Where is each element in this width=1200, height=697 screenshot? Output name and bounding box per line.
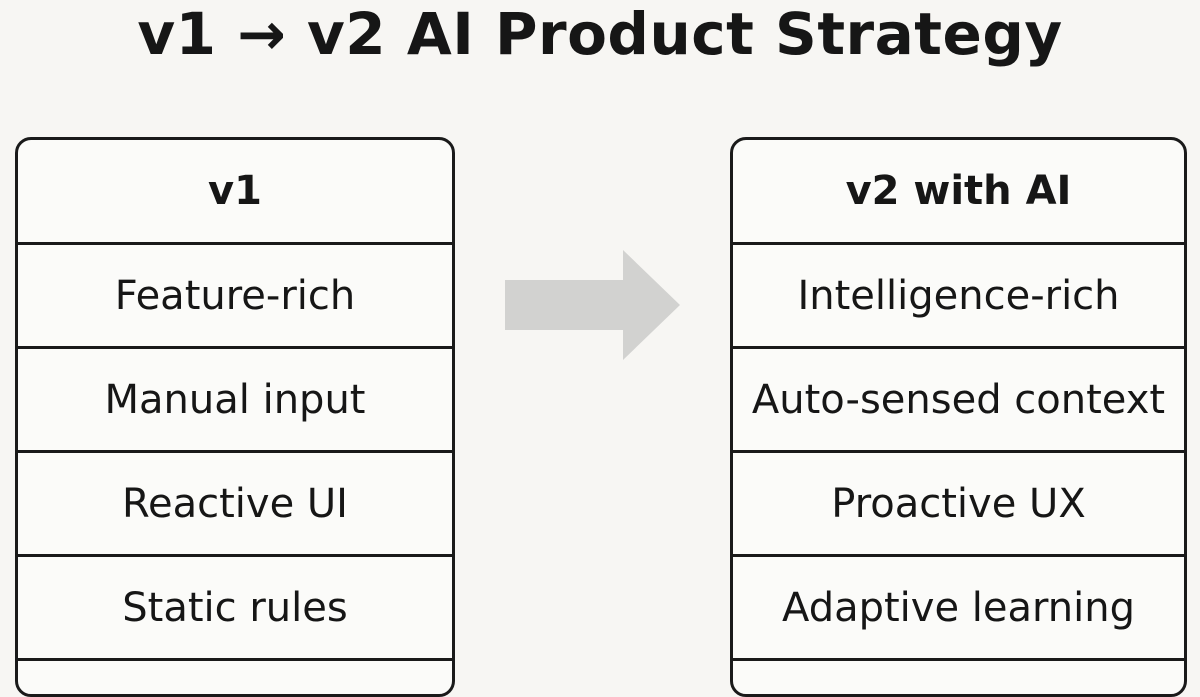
v2-row-auto-sensed-context: Auto-sensed context xyxy=(733,349,1184,453)
v2-row-adaptive-learning: Adaptive learning xyxy=(733,557,1184,661)
v2-row-intelligence-rich: Intelligence-rich xyxy=(733,245,1184,349)
v2-table-header: v2 with AI xyxy=(733,140,1184,245)
v2-row-proactive-ux: Proactive UX xyxy=(733,453,1184,557)
v1-row-static-rules: Static rules xyxy=(18,557,452,661)
arrow-right-icon xyxy=(505,250,680,360)
page-title: v1 → v2 AI Product Strategy xyxy=(137,0,1063,68)
v2-table: v2 with AI Intelligence-rich Auto-sensed… xyxy=(730,137,1187,697)
arrow-shape xyxy=(505,250,680,360)
v1-row-manual-input: Manual input xyxy=(18,349,452,453)
v1-row-reactive-ui: Reactive UI xyxy=(18,453,452,557)
v1-table-header: v1 xyxy=(18,140,452,245)
v1-row-feature-rich: Feature-rich xyxy=(18,245,452,349)
v1-table: v1 Feature-rich Manual input Reactive UI… xyxy=(15,137,455,697)
